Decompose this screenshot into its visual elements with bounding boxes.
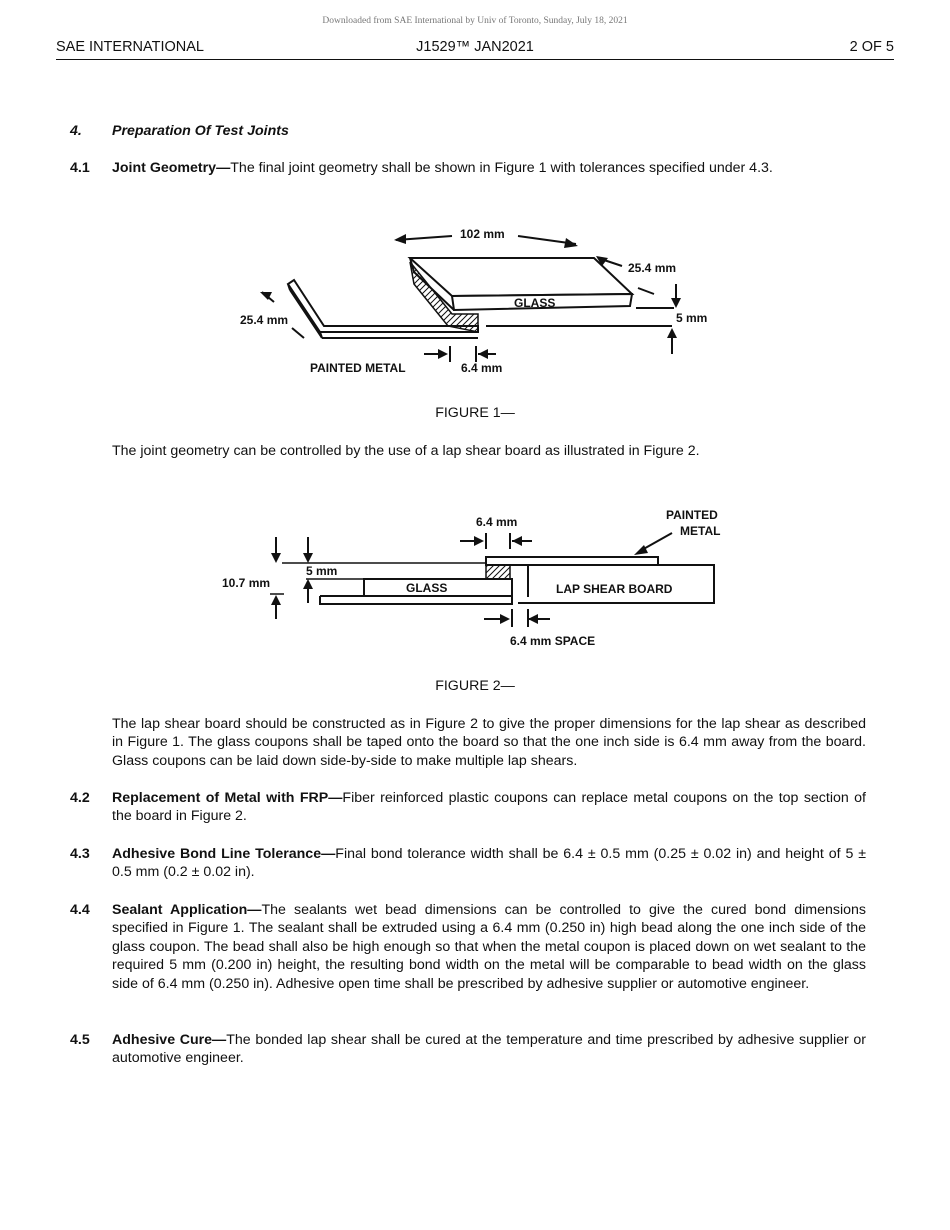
label-glass: GLASS [406, 581, 447, 595]
header-doc-id: J1529™ JAN2021 [416, 39, 534, 55]
arrow-head [394, 234, 406, 244]
label-board: LAP SHEAR BOARD [556, 582, 673, 596]
section-body: Sealant Application—The sealants wet bea… [112, 901, 866, 993]
label-thickness: 10.7 mm [222, 576, 270, 590]
label-painted: PAINTED [666, 508, 718, 522]
section-lead: Replacement of Metal with FRP— [112, 790, 343, 806]
arrow-head [512, 536, 522, 546]
section-body: Replacement of Metal with FRP—Fiber rein… [112, 789, 866, 826]
arrow-head [271, 595, 281, 605]
label-width-left: 25.4 mm [240, 313, 288, 327]
label-height: 5 mm [676, 311, 707, 325]
arrow-head [271, 553, 281, 563]
arrow-head [260, 292, 272, 300]
figure-2-diagram: 10.7 mm 5 mm GLASS LAP SHEAR BOARD 6.4 m… [222, 508, 720, 648]
arrow-head [438, 349, 448, 359]
section-body: Joint Geometry—The final joint geometry … [112, 159, 866, 177]
section-number: 4. [70, 123, 82, 139]
section-text: The sealants wet bead dimensions can be … [112, 902, 866, 992]
section-number: 4.1 [70, 160, 90, 176]
arrow-head [303, 553, 313, 563]
section-title: Preparation Of Test Joints [112, 123, 289, 139]
header-page-number: 2 OF 5 [849, 39, 894, 55]
arrow-head [303, 579, 313, 589]
label-length: 102 mm [460, 227, 505, 241]
section-number: 4.5 [70, 1032, 90, 1048]
label-overlap: 6.4 mm [461, 361, 502, 375]
arrow-head [500, 614, 510, 624]
section-text: The bonded lap shear shall be cured at t… [112, 1032, 866, 1067]
figure-1-caption: FIGURE 1— [435, 405, 515, 421]
label-space: 6.4 mm SPACE [510, 634, 595, 648]
dim-arrow-width-left [291, 327, 305, 339]
label-overlap: 6.4 mm [476, 515, 517, 529]
arrow-head [667, 328, 677, 338]
download-note: Downloaded from SAE International by Uni… [322, 16, 628, 26]
label-glass: GLASS [514, 296, 555, 310]
label-width-top: 25.4 mm [628, 261, 676, 275]
glass-coupon [363, 578, 513, 597]
section-lead: Joint Geometry— [112, 160, 231, 176]
dim-arrow-width [637, 287, 655, 295]
arrow-head [474, 536, 484, 546]
figure-2-caption: FIGURE 2— [435, 678, 515, 694]
label-metal: METAL [680, 524, 720, 538]
arrow-head [671, 298, 681, 308]
sealant-bead [485, 564, 511, 580]
paragraph-text: The joint geometry can be controlled by … [112, 443, 700, 459]
glass-plate [407, 257, 635, 312]
sealant-bead [409, 261, 479, 333]
painted-metal-coupon [485, 556, 659, 566]
section-body: Adhesive Bond Line Tolerance—Final bond … [112, 845, 866, 882]
arrow-head [528, 614, 538, 624]
figure-1-diagram: 102 mm 25.4 mm 5 mm 25.4 mm GLASS PAINTE… [240, 227, 707, 375]
section-number: 4.2 [70, 790, 90, 806]
arrow-head [564, 238, 578, 248]
section-body: Adhesive Cure—The bonded lap shear shall… [112, 1031, 866, 1068]
page-header: SAE INTERNATIONAL J1529™ JAN2021 2 OF 5 [56, 39, 894, 60]
label-painted-metal: PAINTED METAL [310, 361, 406, 375]
section-number: 4.3 [70, 846, 90, 862]
section-lead: Adhesive Cure— [112, 1032, 227, 1048]
arrow-head [596, 256, 608, 266]
section-lead: Sealant Application— [112, 902, 262, 918]
arrow-head [634, 545, 648, 555]
arrow-head [478, 349, 488, 359]
section-number: 4.4 [70, 902, 90, 918]
label-height: 5 mm [306, 564, 337, 578]
section-text: Fiber reinforced plastic coupons can rep… [112, 790, 866, 825]
section-text: Final bond tolerance width shall be 6.4 … [112, 846, 866, 881]
header-org: SAE INTERNATIONAL [56, 39, 204, 55]
paragraph-text: The lap shear board should be constructe… [112, 716, 866, 769]
section-lead: Adhesive Bond Line Tolerance— [112, 846, 336, 862]
section-text: The final joint geometry shall be shown … [230, 160, 773, 176]
